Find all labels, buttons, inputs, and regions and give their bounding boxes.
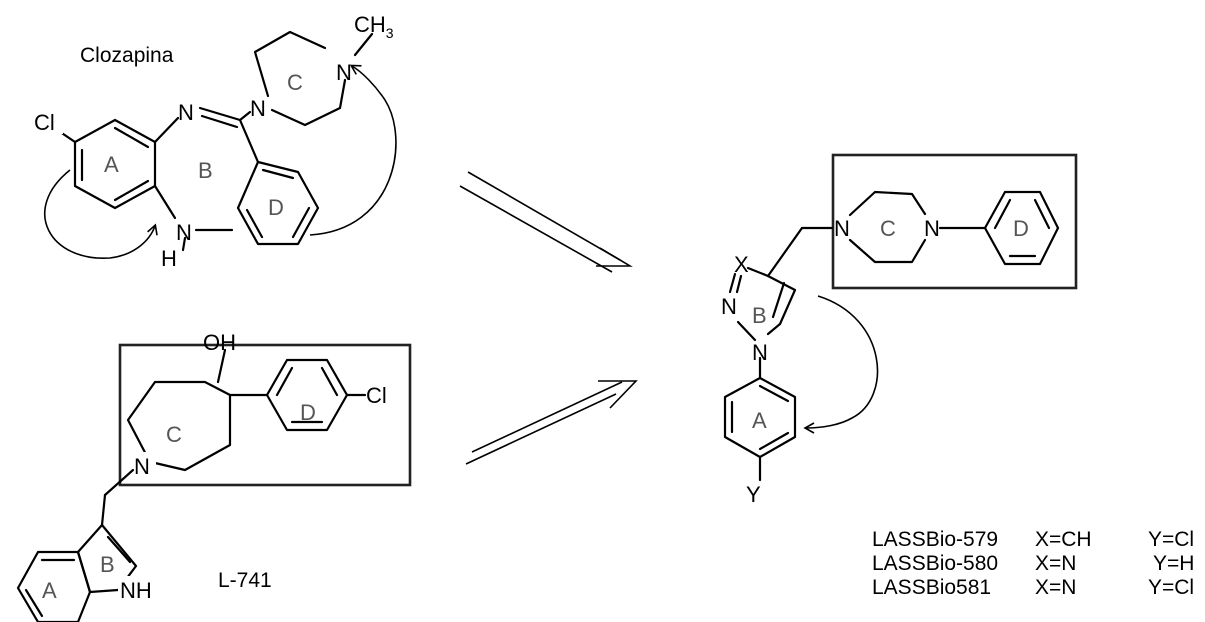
compound-name: LASSBio-579 [872, 528, 998, 551]
l741-ring-c [126, 380, 232, 472]
l741-ring-a [16, 550, 92, 622]
clozapine-cl: Cl [34, 110, 55, 135]
lassbio-n2: N [752, 340, 768, 365]
clozapine-ring-d [236, 160, 320, 246]
clozapine-arrow-d-to-c [309, 64, 397, 236]
compound-y: Y=H [1153, 552, 1194, 575]
l741-ring-b [76, 523, 138, 594]
compound-row: LASSBio581 X=N Y=Cl [872, 576, 1194, 599]
lassbio-arrow-b-to-a [803, 295, 879, 434]
compound-x: X=N [1035, 576, 1076, 599]
retro-arrow-top [459, 171, 633, 273]
lassbio-n-pip2: N [924, 216, 940, 241]
compound-y: Y=Cl [1148, 528, 1194, 551]
clozapine-ring-label-b: B [198, 158, 213, 183]
clozapine-arrow-a-to-b [43, 169, 158, 259]
l741-ring-d [265, 358, 367, 432]
compound-x: X=N [1035, 552, 1076, 575]
clozapine-ring-c [238, 30, 374, 127]
lassbio-n-pip1: N [834, 216, 850, 241]
clozapine-ring-label-d: D [268, 195, 284, 220]
l741-ring-label-c: C [166, 422, 182, 447]
clozapine-name: Clozapina [80, 44, 174, 67]
l741-ring-label-d: D [300, 400, 316, 425]
lassbio-ring-label-a: A [752, 408, 767, 433]
l741-oh: OH [203, 330, 236, 355]
lassbio-compound-list: LASSBio-579 X=CH Y=Cl LASSBio-580 X=N Y=… [872, 528, 1194, 599]
l741-ring-label-a: A [42, 578, 57, 603]
lassbio-pharmacophore-box [831, 153, 1078, 290]
lassbio-structure: X N N N N Y B C D A [721, 153, 1078, 507]
l741-pharmacophore-box [118, 343, 412, 487]
clozapine-n-imine: N [178, 100, 194, 125]
clozapine-ring-label-a: A [104, 152, 119, 177]
clozapine-n-amine: N [176, 220, 192, 245]
clozapine-structure: Clozapina [33, 12, 397, 271]
retro-arrow-bottom [465, 380, 638, 465]
compound-name: LASSBio581 [872, 576, 991, 599]
clozapine-ring-label-c: C [287, 70, 303, 95]
lassbio-x: X [734, 252, 749, 277]
l741-cl: Cl [366, 383, 387, 408]
lassbio-ring-label-b: B [752, 303, 767, 328]
compound-name: LASSBio-580 [872, 552, 998, 575]
clozapine-ch: CH3 [354, 12, 394, 41]
clozapine-n-pip1: N [250, 96, 266, 121]
l741-n: N [134, 454, 150, 479]
retro-arrows [459, 171, 638, 465]
lassbio-ring-b [728, 266, 797, 342]
compound-x: X=CH [1035, 528, 1092, 551]
l741-nh: NH [120, 578, 152, 603]
l741-name: L-741 [218, 569, 272, 592]
l741-structure: N OH Cl NH C D B A L-741 [16, 330, 412, 622]
l741-ring-label-b: B [100, 552, 115, 577]
clozapine-ring-b [153, 106, 260, 252]
clozapine-h: H [161, 246, 177, 271]
compound-y: Y=Cl [1148, 576, 1194, 599]
clozapine-n-pip2: N [336, 60, 352, 85]
compound-row: LASSBio-580 X=N Y=H [872, 552, 1194, 575]
lassbio-ring-c [848, 190, 987, 264]
lassbio-n1: N [721, 294, 737, 319]
lassbio-ring-label-d: D [1013, 216, 1029, 241]
clozapine-ring-a [48, 118, 157, 210]
compound-row: LASSBio-579 X=CH Y=Cl [872, 528, 1194, 551]
lassbio-y: Y [746, 482, 761, 507]
lassbio-ring-label-c: C [880, 216, 896, 241]
lassbio-ring-d [983, 190, 1060, 266]
